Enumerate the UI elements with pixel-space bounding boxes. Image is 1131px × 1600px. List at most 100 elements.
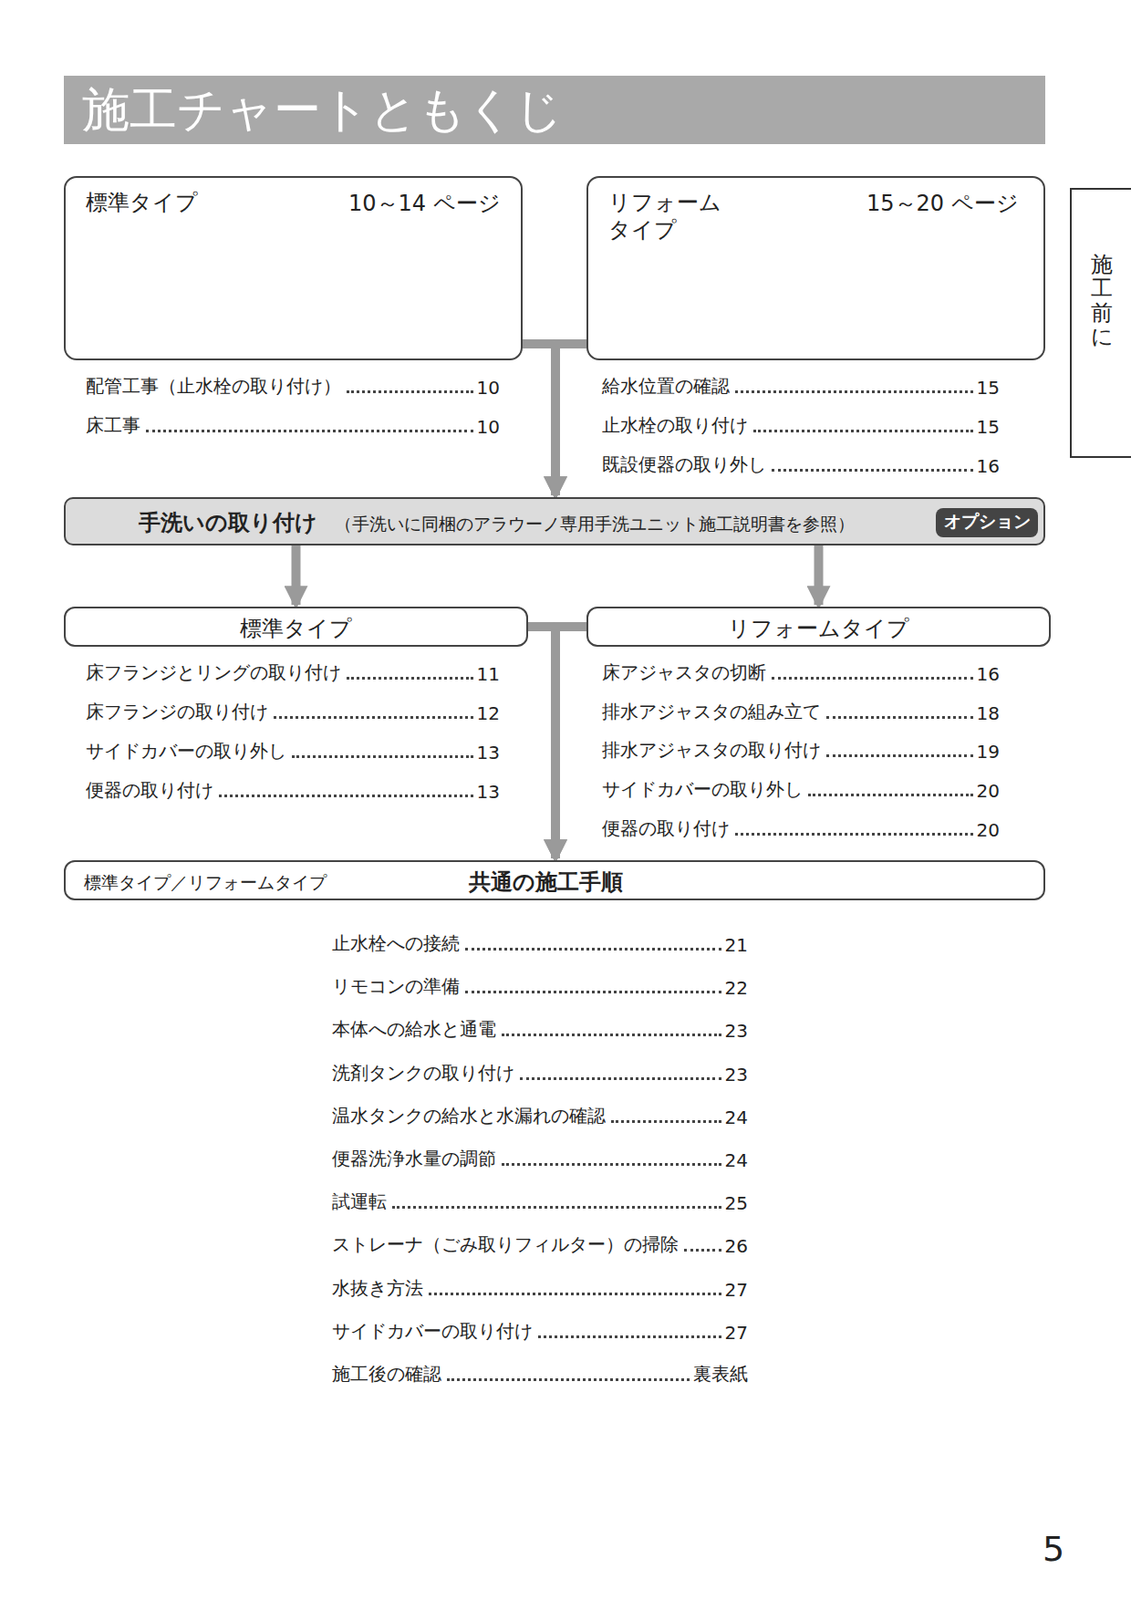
dot-leader: [684, 1248, 722, 1252]
node-text: リフォームタイプ: [588, 613, 1049, 644]
dot-leader: [273, 715, 474, 719]
dot-leader: [519, 1077, 722, 1080]
flow-arrow: [814, 545, 824, 605]
toc-entry: ストレーナ（ごみ取りフィルター）の掃除: [332, 1232, 679, 1257]
toc-entry: 床アジャスタの切断: [601, 660, 767, 685]
page-ref: 24: [725, 1106, 748, 1129]
toc-row: 温水タンクの給水と水漏れの確認 24: [332, 1103, 748, 1129]
toc-entry: 試運転: [332, 1189, 387, 1215]
toc-entry: 床工事: [85, 413, 141, 438]
toc-entry: 床フランジの取り付け: [85, 699, 269, 725]
toc-row: 洗剤タンクの取り付け 23: [332, 1060, 748, 1086]
dot-leader: [446, 1378, 690, 1381]
toc-row: 本体への給水と通電23: [332, 1016, 748, 1042]
toc-row: サイドカバーの取り外し 20: [601, 777, 1000, 802]
dot-leader: [291, 755, 474, 758]
toc-entry: サイドカバーの取り付け: [332, 1318, 533, 1344]
toc-row: リモコンの準備 22: [332, 974, 748, 999]
section-box: 標準タイプ10～14 ページ: [63, 176, 523, 361]
dot-leader: [808, 793, 974, 797]
page-ref: 27: [725, 1321, 748, 1344]
toc-row: 配管工事（止水栓の取り付け） 10: [85, 373, 500, 399]
page-ref: 23: [725, 1019, 748, 1042]
dot-leader: [826, 715, 974, 719]
flow-arrow: [555, 343, 587, 496]
toc-entry: 洗剤タンクの取り付け: [332, 1060, 515, 1086]
node-text: （手洗いに同梱のアラウーノ専用手洗ユニット施工説明書を参照）: [334, 512, 855, 537]
dot-leader: [346, 390, 474, 394]
toc-entry: サイドカバーの取り外し: [601, 777, 803, 802]
toc-entry: リモコンの準備: [332, 974, 460, 999]
toc-row: サイドカバーの取り外し13: [85, 738, 500, 764]
section-box: 標準タイプ: [63, 606, 529, 647]
page-ref: 10: [477, 415, 500, 438]
toc-entry: 排水アジャスタの組み立て: [601, 699, 821, 725]
dot-leader: [753, 429, 974, 433]
title-band: [63, 75, 1046, 145]
dot-leader: [501, 1033, 722, 1037]
dot-leader: [428, 1292, 722, 1296]
toc-entry: 床フランジとリングの取り付け: [85, 660, 342, 685]
node-text: オプション: [944, 509, 1031, 534]
page-title: 施工チャートともくじ: [82, 76, 563, 143]
toc-row: サイドカバーの取り付け 27: [332, 1318, 748, 1344]
flow-arrow: [291, 545, 301, 605]
flow-arrow: [555, 626, 587, 859]
page-ref: 18: [976, 702, 1000, 725]
dot-leader: [771, 468, 974, 472]
page-ref: 19: [976, 740, 1000, 763]
side-tab-outline: [1070, 188, 1131, 457]
toc-entry: 便器洗浄水量の調節: [332, 1146, 497, 1172]
page-ref: 16: [976, 663, 1000, 685]
toc-row: 排水アジャスタの組み立て 18: [601, 699, 1000, 725]
toc-entry: 止水栓への接続: [332, 931, 460, 956]
page-ref: 24: [725, 1149, 748, 1172]
toc-entry: 温水タンクの給水と水漏れの確認: [332, 1103, 606, 1129]
dot-leader: [826, 754, 974, 758]
page-ref: 20: [976, 779, 1000, 802]
toc-entry: 配管工事（止水栓の取り付け）: [85, 373, 342, 399]
dot-leader: [218, 794, 474, 798]
toc-row: 便器の取り付け 20: [601, 816, 1000, 841]
toc-row: 施工後の確認裏表紙: [332, 1361, 748, 1387]
page-ref: 27: [725, 1278, 748, 1301]
page-ref: 12: [477, 702, 500, 725]
node-text: 標準タイプ: [65, 613, 527, 644]
dot-leader: [538, 1335, 722, 1339]
page-ref: 26: [725, 1234, 748, 1257]
page-ref: 25: [725, 1192, 748, 1215]
page-ref: 22: [725, 976, 748, 999]
page-ref: 23: [725, 1063, 748, 1086]
dot-leader: [735, 390, 974, 394]
node-text: 共通の施工手順: [468, 867, 623, 897]
toc-entry: 給水位置の確認: [601, 373, 730, 399]
dot-leader: [145, 429, 474, 433]
section-box: 標準タイプ／リフォームタイプ 共通の施工手順: [63, 860, 1046, 901]
toc-row: 便器の取り付け13: [85, 778, 500, 803]
toc-row: 床アジャスタの切断 16: [601, 660, 1000, 685]
dot-leader: [465, 990, 722, 994]
page-ref: 20: [976, 819, 1000, 841]
toc-row: 止水栓の取り付け15: [601, 413, 1000, 438]
node-text: 施工前に: [1090, 252, 1113, 350]
dot-leader: [611, 1120, 722, 1123]
dot-leader: [735, 832, 974, 836]
toc-entry: 水抜き方法: [332, 1276, 424, 1301]
page-ref: 21: [725, 933, 748, 956]
dot-leader: [771, 676, 974, 680]
page-number: 5: [1042, 1528, 1065, 1569]
toc-entry: 便器の取り付け: [601, 816, 730, 841]
toc-row: 便器洗浄水量の調節 24: [332, 1146, 748, 1172]
toc-entry: 既設便器の取り外し: [601, 452, 767, 478]
toc-row: 既設便器の取り外し16: [601, 452, 1000, 478]
side-tab: 施工前に: [1070, 188, 1131, 457]
dot-leader: [465, 947, 722, 951]
page-ref: 15: [976, 415, 1000, 438]
node-text: 10～14 ページ: [348, 188, 501, 218]
node-text: 標準タイプ／リフォームタイプ: [83, 871, 327, 895]
page-ref: 10: [477, 376, 500, 399]
toc-row: 水抜き方法 27: [332, 1276, 748, 1301]
toc-row: 給水位置の確認15: [601, 373, 1000, 399]
toc-entry: サイドカバーの取り外し: [85, 738, 287, 764]
flow-arrow: [522, 343, 556, 496]
